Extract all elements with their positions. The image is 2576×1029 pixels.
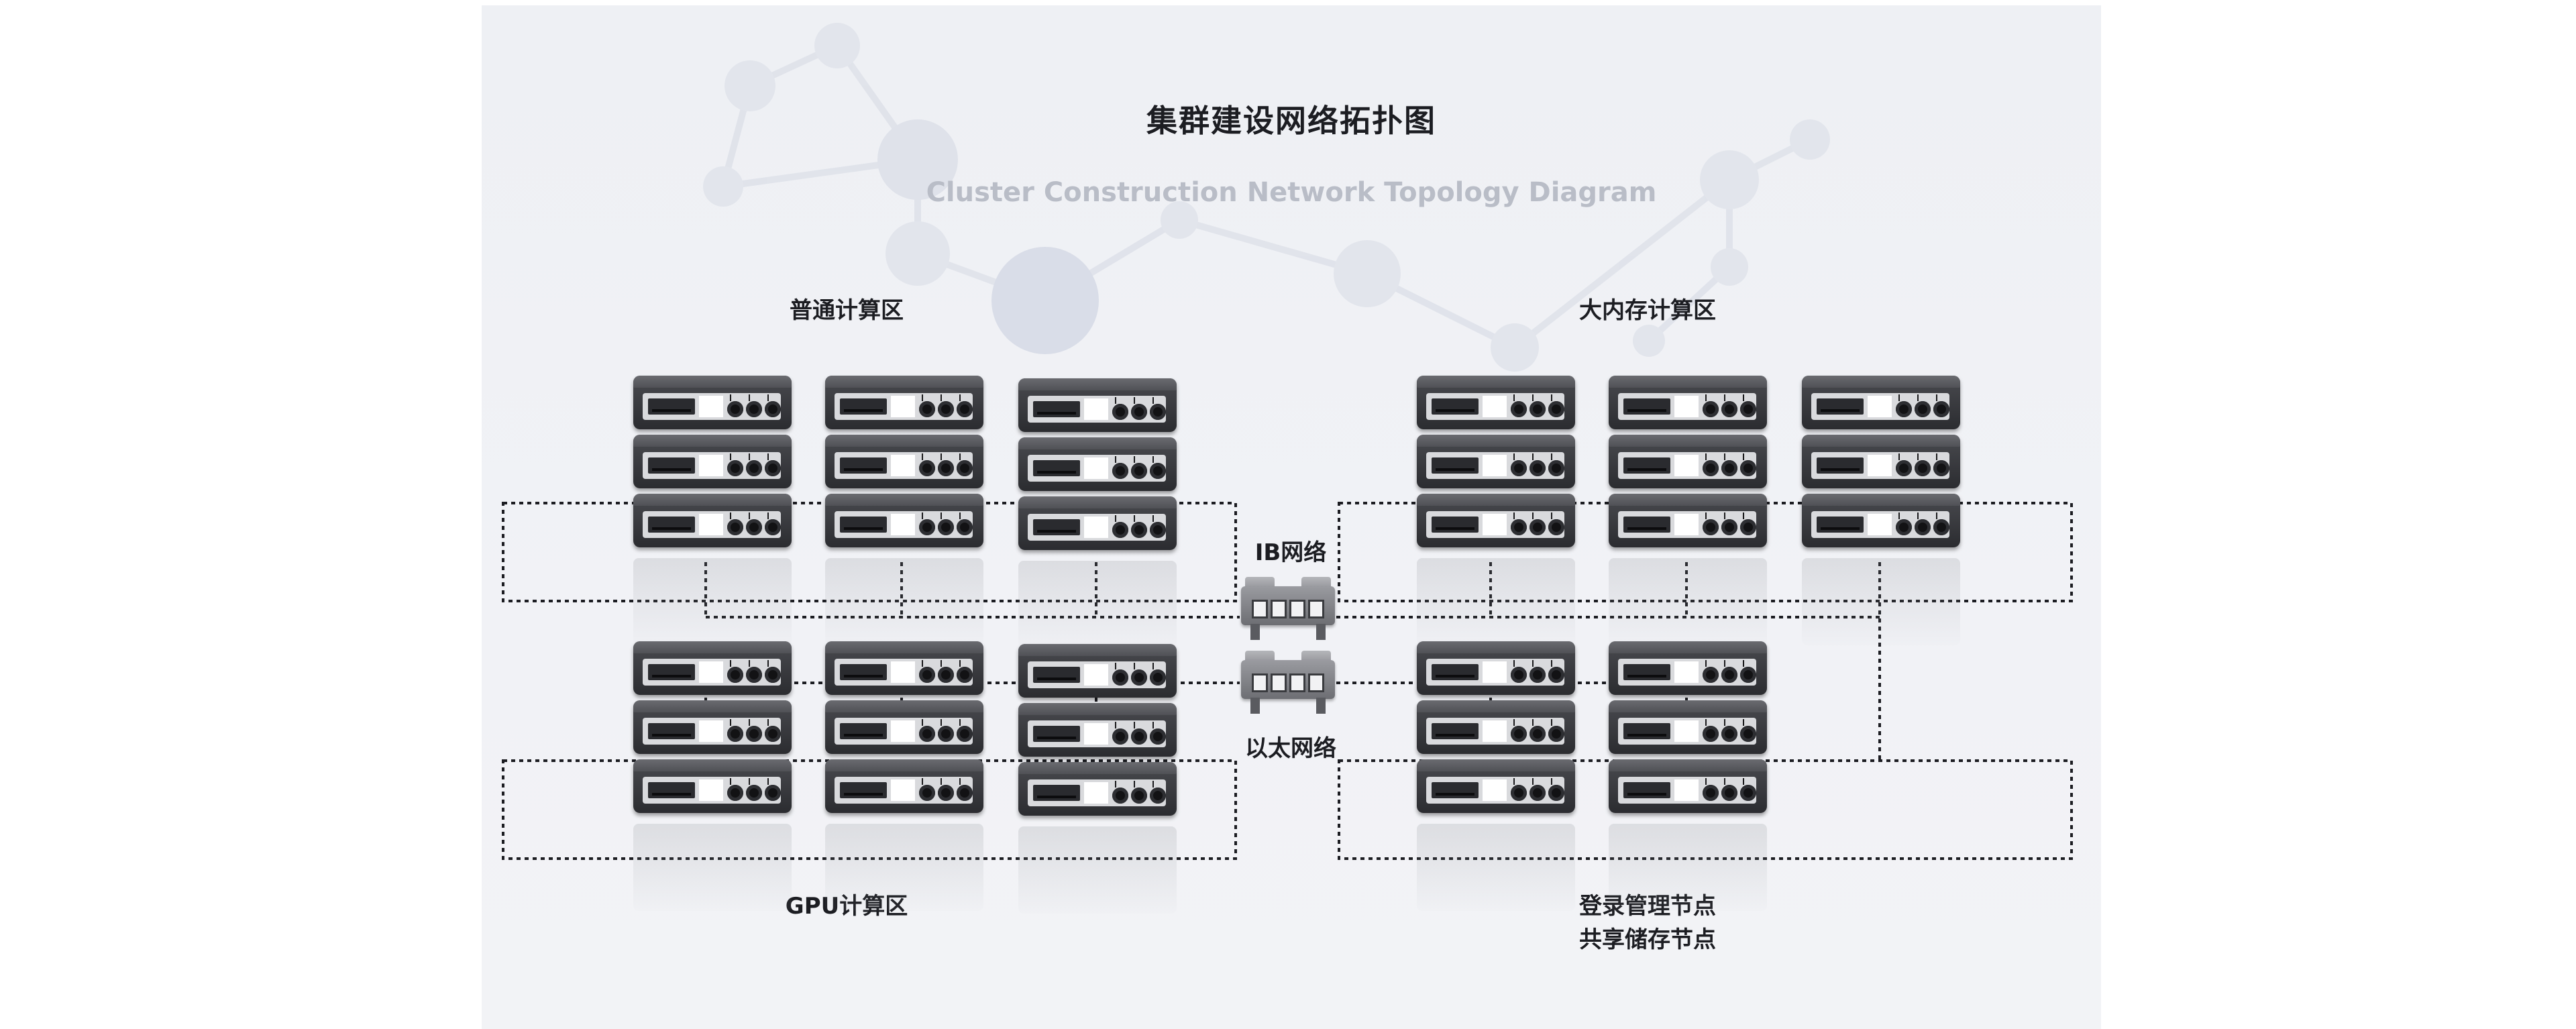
server-rack-login-1 — [1414, 641, 1578, 911]
diagram-subtitle: Cluster Construction Network Topology Di… — [926, 177, 1657, 208]
network-links — [502, 502, 2073, 860]
zone-label-login-management: 登录管理节点 — [1513, 889, 1782, 923]
zone-label-gpu-compute: GPU计算区 — [712, 889, 981, 923]
server-rack-gpu-3 — [1016, 644, 1179, 914]
topology-canvas: 集群建设网络拓扑图 Cluster Construction Network T… — [482, 5, 2101, 1029]
server-rack-bigmem-3 — [1799, 376, 1963, 645]
server-rack-general-1 — [631, 376, 794, 645]
ethernet-switch-icon — [1241, 651, 1335, 715]
server-rack-bigmem-2 — [1606, 376, 1770, 645]
zone-label-general-compute: 普通计算区 — [790, 297, 904, 324]
server-rack-gpu-2 — [822, 641, 986, 911]
ib-switch-icon — [1241, 577, 1335, 641]
server-rack-general-3 — [1016, 378, 1179, 648]
server-rack-gpu-1 — [631, 641, 794, 911]
server-rack-general-2 — [822, 376, 986, 645]
molecule-background-decoration — [703, 23, 1830, 372]
server-rack-storage-1 — [1606, 641, 1770, 911]
network-label-ib: IB网络 — [1254, 539, 1327, 566]
zone-label-bigmem-compute: 大内存计算区 — [1579, 297, 1716, 324]
server-rack-bigmem-1 — [1414, 376, 1578, 645]
zone-label-shared-storage: 共享储存节点 — [1579, 926, 1716, 953]
network-label-ethernet: 以太网络 — [1245, 735, 1336, 762]
diagram-title: 集群建设网络拓扑图 — [1146, 103, 1436, 139]
